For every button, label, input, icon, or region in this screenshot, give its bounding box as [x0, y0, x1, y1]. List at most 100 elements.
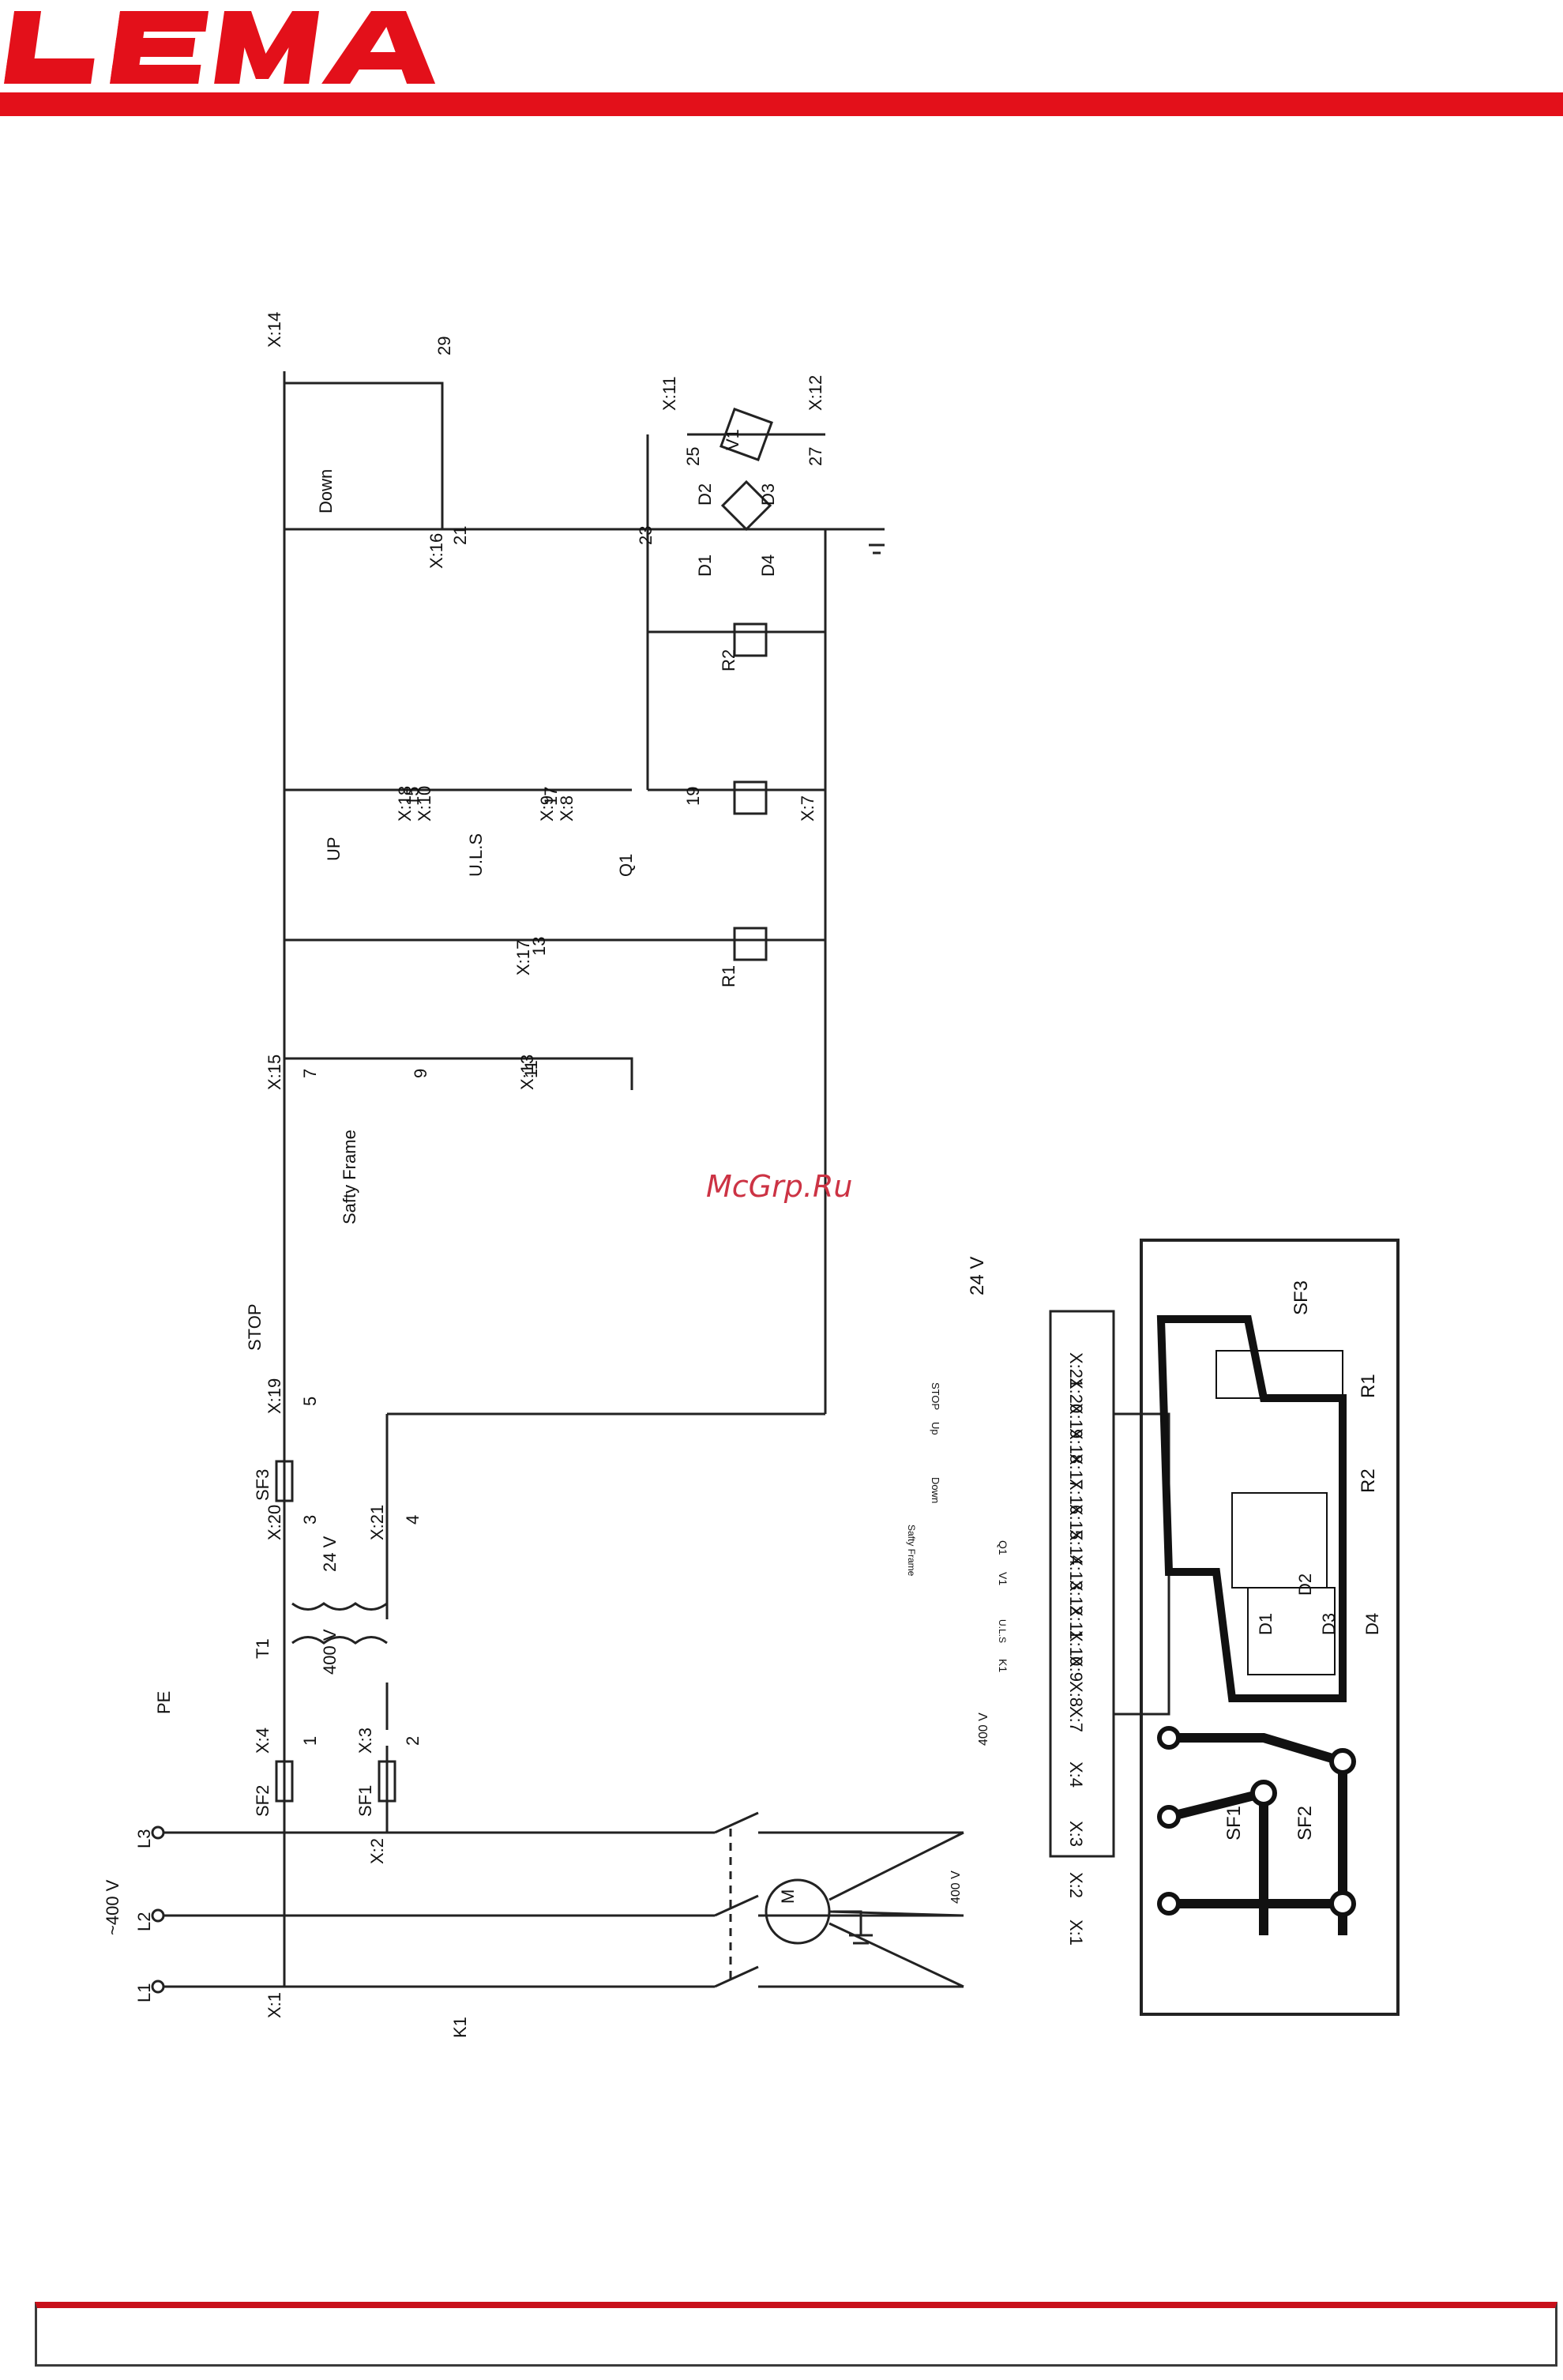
motor-label: M — [778, 1889, 798, 1904]
board-label-down: Down — [930, 1477, 941, 1503]
schematic-terminal-x9: X:9 — [537, 795, 557, 822]
schematic-terminal-x20: X:20 — [265, 1505, 284, 1540]
valve-label: V1 — [723, 429, 742, 450]
board-label-safety-frame: Safty Frame — [906, 1525, 917, 1577]
board-label-24v: 24 V — [967, 1257, 988, 1295]
upper-limit-switch-label: U.L.S — [466, 833, 486, 877]
diode-d2-label: D2 — [695, 483, 715, 506]
board-terminal-x18: X:18 — [1066, 1428, 1086, 1464]
board-terminal-x12: X:12 — [1066, 1580, 1086, 1615]
board-terminal-x3: X:3 — [1066, 1821, 1086, 1847]
supply-voltage-label: ~400 V — [103, 1879, 122, 1935]
wire-number-9: 9 — [411, 1069, 430, 1078]
board-fuse-sf2-label: SF2 — [1294, 1806, 1316, 1840]
board-terminal-x19: X:19 — [1066, 1403, 1086, 1438]
board-terminal-x4: X:4 — [1066, 1762, 1086, 1788]
schematic-terminal-x14: X:14 — [265, 312, 284, 348]
down-switch-label: Down — [316, 469, 336, 513]
wire-number-15: 15 — [403, 787, 423, 806]
board-terminal-x15: X:15 — [1066, 1504, 1086, 1540]
wire-number-13: 13 — [529, 937, 549, 956]
board-diode-d2-label: D2 — [1295, 1574, 1315, 1596]
board-terminal-x2: X:2 — [1066, 1872, 1086, 1898]
board-terminal-x10: X:10 — [1066, 1630, 1086, 1666]
wire-number-3: 3 — [300, 1515, 320, 1525]
board-terminal-x16: X:16 — [1066, 1479, 1086, 1514]
schematic-labels: ~400 V L1 L2 L3 PE T1 400 V 24 V SF1 SF2… — [103, 312, 825, 2038]
relay-r1-label: R1 — [719, 965, 738, 987]
schematic-terminal-x21: X:21 — [367, 1505, 387, 1540]
wire-number-21: 21 — [450, 526, 470, 545]
contactor-label: K1 — [450, 2017, 470, 2038]
transformer-primary-label: 400 V — [320, 1629, 340, 1675]
schematic-terminal-x19: X:19 — [265, 1378, 284, 1414]
board-terminal-x11: X:11 — [1066, 1605, 1086, 1640]
board-terminal-x21: X:21 — [1066, 1352, 1086, 1388]
board-terminal-x13: X:13 — [1066, 1555, 1086, 1590]
wire-number-4: 4 — [403, 1515, 423, 1525]
q1-switch-label: Q1 — [616, 854, 636, 877]
board-terminal-x20: X:20 — [1066, 1378, 1086, 1413]
board-label-k1: K1 — [997, 1659, 1009, 1672]
relay-r2-label: R2 — [719, 649, 738, 671]
phase-l2-label: L2 — [134, 1912, 154, 1931]
schematic-terminal-x17: X:17 — [513, 940, 533, 976]
header-rule — [0, 92, 1563, 116]
schematic-terminal-x2: X:2 — [367, 1838, 387, 1864]
up-switch-label: UP — [324, 837, 344, 861]
wire-number-1: 1 — [300, 1736, 320, 1746]
schematic-terminal-x18: X:18 — [395, 786, 415, 822]
wire-number-27: 27 — [806, 447, 825, 466]
diode-d4-label: D4 — [758, 555, 778, 577]
board-label-400v-supply: 400 V — [949, 1871, 963, 1904]
schematic — [151, 371, 964, 1994]
wiring-diagram: ~400 V L1 L2 L3 PE T1 400 V 24 V SF1 SF2… — [103, 312, 1400, 2038]
board-label-q1: Q1 — [997, 1540, 1009, 1555]
wire-number-23: 23 — [636, 526, 656, 545]
board-diode-d3-label: D3 — [1319, 1613, 1339, 1635]
board-label-400v-primary: 400 V — [977, 1713, 990, 1746]
transformer-secondary-label: 24 V — [320, 1536, 340, 1572]
watermark: McGrp.Ru — [706, 1169, 853, 1204]
safety-frame-label: Safty Frame — [340, 1130, 359, 1224]
schematic-terminal-x3: X:3 — [355, 1728, 375, 1754]
board-fuse-sf1-label: SF1 — [1223, 1806, 1245, 1840]
fuse-sf2-label: SF2 — [253, 1785, 272, 1817]
wire-number-7: 7 — [300, 1069, 320, 1078]
schematic-terminal-x13: X:13 — [517, 1055, 537, 1090]
schematic-terminal-x15: X:15 — [265, 1055, 284, 1090]
board-terminal-x9: X:9 — [1066, 1656, 1086, 1682]
schematic-terminal-x10: X:10 — [415, 786, 434, 822]
board-terminal-x8: X:8 — [1066, 1681, 1086, 1707]
schematic-terminal-x8: X:8 — [557, 795, 577, 822]
board-relay-r2-label: R2 — [1358, 1468, 1379, 1493]
schematic-terminal-x4: X:4 — [253, 1728, 272, 1754]
diode-d1-label: D1 — [695, 555, 715, 577]
board-diode-d4-label: D4 — [1362, 1613, 1382, 1635]
wire-number-2: 2 — [403, 1736, 423, 1746]
wire-number-29: 29 — [434, 337, 454, 355]
fuse-sf1-label: SF1 — [355, 1785, 375, 1817]
board-label-up: Up — [930, 1422, 941, 1435]
footer-box — [35, 2302, 1557, 2367]
transformer-label: T1 — [253, 1638, 272, 1659]
wire-number-25: 25 — [683, 447, 703, 466]
wire-number-19: 19 — [683, 787, 703, 806]
wire-number-11: 11 — [521, 1060, 541, 1078]
board-label-stop: STOP — [930, 1382, 941, 1410]
control-board: 24 V 400 V 400 V STOP Up Down Safty Fram… — [906, 1239, 1400, 2016]
board-terminal-x14: X:14 — [1066, 1529, 1086, 1565]
schematic-terminal-x11: X:11 — [659, 376, 679, 411]
board-terminal-x7: X:7 — [1066, 1706, 1086, 1732]
board-fuse-sf3-label: SF3 — [1291, 1280, 1312, 1315]
board-terminal-x1: X:1 — [1066, 1919, 1086, 1946]
supply-earth-label: PE — [154, 1691, 174, 1714]
schematic-terminal-x7: X:7 — [798, 795, 817, 822]
board-terminal-x17: X:17 — [1066, 1453, 1086, 1489]
schematic-terminal-x12: X:12 — [806, 375, 825, 411]
diode-d3-label: D3 — [758, 483, 778, 506]
wire-number-17: 17 — [541, 787, 561, 806]
schematic-terminal-x1: X:1 — [265, 1992, 284, 2018]
board-diode-d1-label: D1 — [1256, 1613, 1276, 1635]
phase-l3-label: L3 — [134, 1829, 154, 1848]
